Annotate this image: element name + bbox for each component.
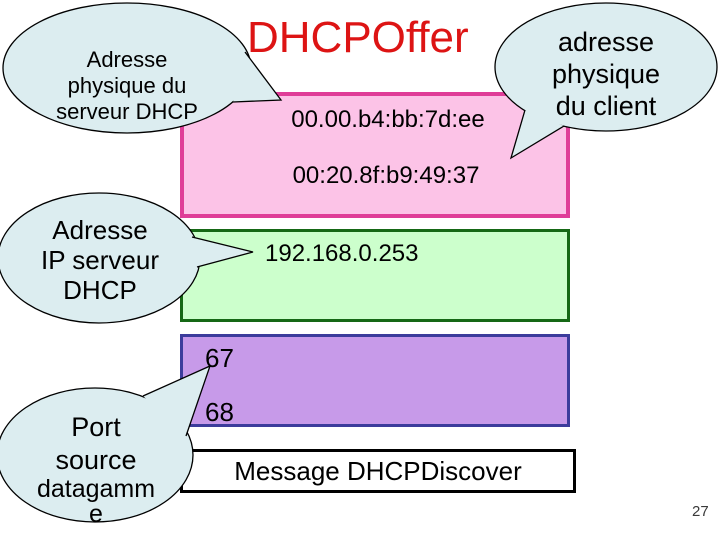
callout-server-ip-text: Adresse IP serveur DHCP <box>4 215 196 305</box>
server-ip-value: 192.168.0.253 <box>265 240 419 267</box>
source-port-value: 68 <box>205 397 234 427</box>
callout-server-mac-bubble <box>2 2 283 134</box>
speech-bubble-ellipse <box>0 387 194 523</box>
callout-line: Adresse <box>52 215 148 245</box>
callout-line: physique du <box>67 73 187 98</box>
speech-bubble-tail <box>509 109 565 160</box>
callout-line: source <box>55 445 137 475</box>
callout-server-ip-bubble <box>0 192 254 324</box>
callout-line: DHCP <box>63 275 137 305</box>
ports-box: 67 68 <box>180 334 570 427</box>
speech-bubble-ellipse <box>494 2 718 132</box>
mac-address-box: 00.00.b4:bb:7d:ee 00:20.8f:b9:49:37 <box>180 92 570 218</box>
callout-line: datagamm <box>36 475 156 503</box>
callout-line: IP serveur <box>40 245 159 275</box>
speech-bubble-tail <box>191 236 254 268</box>
callout-line: du client <box>555 91 657 121</box>
callout-line: adresse <box>557 27 655 57</box>
message-box: Message DHCPDiscover <box>180 449 576 493</box>
slide-title: DHCPOffer <box>247 13 469 62</box>
callout-line: Port <box>71 412 121 442</box>
callout-line: e <box>89 500 103 528</box>
speech-bubble-tail <box>142 364 212 437</box>
callout-client-mac-bubble <box>494 2 718 160</box>
callout-source-port-bubble <box>0 364 212 523</box>
speech-bubble-tail <box>232 51 283 103</box>
callout-line: physique <box>551 59 661 89</box>
message-label: Message DHCPDiscover <box>234 455 522 486</box>
callout-line: serveur DHCP <box>56 99 198 124</box>
callout-client-mac-text: adresse physique du client <box>494 26 718 122</box>
client-mac-value: 00:20.8f:b9:49:37 <box>292 162 480 189</box>
server-mac-value: 00.00.b4:bb:7d:ee <box>291 106 485 133</box>
ip-address-box: 192.168.0.253 <box>180 229 570 322</box>
callout-line: Adresse <box>86 47 168 72</box>
page-number: 27 <box>692 503 709 520</box>
callout-server-mac-text: Adresse physique du serveur DHCP <box>6 47 248 125</box>
